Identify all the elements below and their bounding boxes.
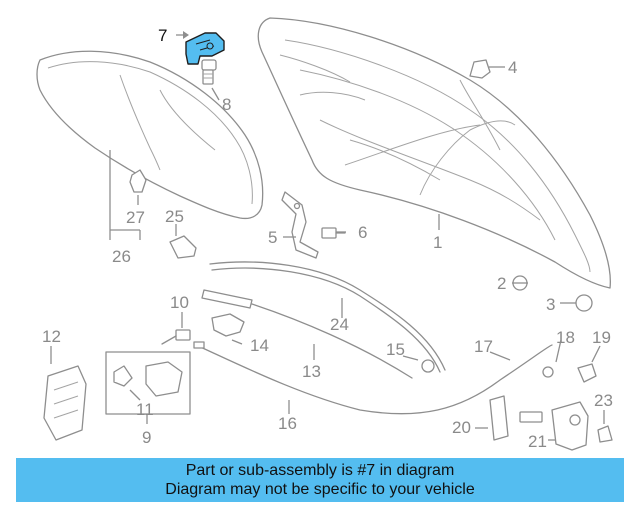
hinge-bolt[interactable] — [321, 227, 346, 239]
callout-24: 24 — [330, 315, 349, 334]
clip-23[interactable] — [597, 425, 613, 443]
callout-25: 25 — [165, 207, 184, 226]
hood-panel[interactable] — [257, 17, 611, 289]
insulator-clip[interactable] — [129, 169, 147, 193]
callout-8: 8 — [222, 95, 231, 114]
callout-6: 6 — [358, 223, 367, 242]
callout-5: 5 — [268, 228, 277, 247]
cable-clip[interactable] — [577, 363, 597, 383]
callout-1: 1 — [433, 233, 442, 252]
callout-19: 19 — [592, 328, 611, 347]
callout-23: 23 — [594, 391, 613, 410]
callout-17: 17 — [474, 337, 493, 356]
callout-4: 4 — [508, 58, 517, 77]
hood-hinge[interactable] — [281, 191, 319, 259]
callout-13: 13 — [302, 362, 321, 381]
release-handle[interactable] — [489, 395, 509, 441]
banner-disclaimer-text: Diagram may not be specific to your vehi… — [165, 481, 475, 498]
part-11[interactable] — [113, 365, 133, 387]
info-banner: Part or sub-assembly is #7 in diagram Di… — [16, 458, 624, 502]
bracket-12[interactable] — [43, 365, 87, 441]
latch-assembly[interactable] — [519, 401, 589, 451]
banner-part-text: Part or sub-assembly is #7 in diagram — [185, 462, 455, 479]
hood-latch-highlighted[interactable] — [185, 32, 225, 65]
parts-diagram: 1 2 3 4 5 6 7 8 9 10 11 12 13 14 15 16 1… — [36, 17, 613, 451]
callout-labels: 1 2 3 4 5 6 7 8 9 10 11 12 13 14 15 16 1… — [42, 26, 613, 451]
hood-prop[interactable] — [201, 289, 413, 379]
callout-16: 16 — [278, 414, 297, 433]
leader-lines — [50, 31, 605, 441]
hood-seal[interactable] — [209, 261, 446, 371]
hood-insulator[interactable] — [36, 50, 264, 220]
callout-26: 26 — [112, 247, 131, 266]
plug-3[interactable] — [575, 294, 593, 312]
bolt-10[interactable] — [161, 329, 191, 345]
callout-10: 10 — [170, 293, 189, 312]
callout-20: 20 — [452, 418, 471, 437]
callout-21: 21 — [528, 432, 547, 451]
latch-bolt[interactable] — [201, 59, 217, 85]
callout-7: 7 — [158, 26, 167, 45]
hood-bumper[interactable] — [469, 59, 491, 79]
kit-9-box — [105, 351, 191, 415]
callout-11: 11 — [136, 400, 154, 419]
release-cable[interactable] — [195, 344, 553, 415]
callout-14: 14 — [250, 336, 269, 355]
callout-18: 18 — [556, 328, 575, 347]
callout-9: 9 — [142, 428, 151, 447]
callout-15: 15 — [386, 340, 405, 359]
prop-bracket[interactable] — [211, 313, 245, 337]
retainer-25[interactable] — [169, 235, 197, 259]
callout-3: 3 — [546, 295, 555, 314]
cable-end[interactable] — [542, 366, 554, 378]
callout-12: 12 — [42, 327, 61, 346]
callout-27: 27 — [126, 208, 145, 227]
callout-2: 2 — [497, 274, 506, 293]
grommet-15[interactable] — [421, 359, 435, 373]
